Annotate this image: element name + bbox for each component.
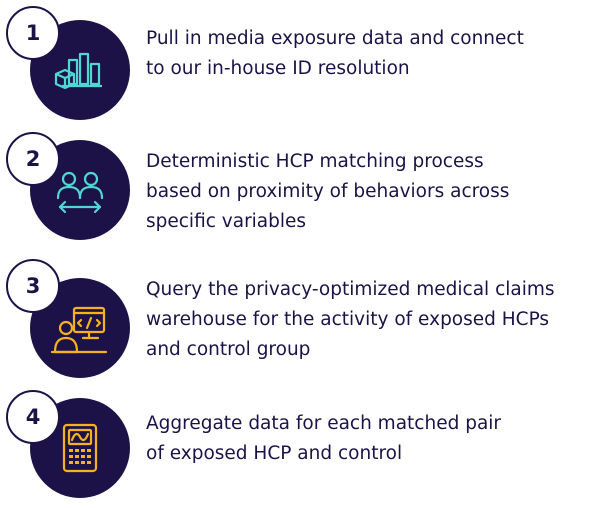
step-2: 2 Deterministic HCP matching process bas… [0, 130, 598, 250]
person-code-screen-icon [50, 306, 108, 354]
step-3-line-3: and control group [146, 339, 311, 360]
step-2-line-2: based on proximity of behaviors across [146, 181, 510, 202]
step-3-line-2: warehouse for the activity of exposed HC… [146, 309, 550, 330]
people-matching-icon [56, 171, 104, 214]
step-1-number-badge: 1 [6, 6, 60, 60]
step-1-line-2: to our in-house ID resolution [146, 58, 410, 79]
step-3-line-1: Query the privacy-optimized medical clai… [146, 279, 555, 300]
step-2-line-3: specific variables [146, 211, 307, 232]
step-2-line-1: Deterministic HCP matching process [146, 151, 484, 172]
step-4-number-badge: 4 [6, 390, 60, 444]
step-1: 1 Pull in media exposure data and connec… [0, 0, 598, 120]
step-1-description: Pull in media exposure data and connect … [146, 24, 598, 84]
step-2-description: Deterministic HCP matching process based… [146, 147, 598, 237]
step-1-number: 1 [25, 21, 41, 45]
step-3-number-badge: 3 [6, 259, 60, 313]
step-4-number: 4 [25, 405, 41, 429]
step-2-number-badge: 2 [6, 132, 60, 186]
step-4: 4 Aggregate data for each matched pair o… [0, 388, 598, 508]
step-3-number: 3 [25, 274, 41, 298]
step-4-line-2: of exposed HCP and control [146, 443, 403, 464]
step-3: 3 Query the privacy-optimized medical cl… [0, 256, 598, 378]
bar-chart-cube-icon [54, 52, 102, 90]
calculator-icon [62, 423, 98, 473]
step-4-line-1: Aggregate data for each matched pair [146, 413, 502, 434]
step-3-description: Query the privacy-optimized medical clai… [146, 275, 598, 365]
step-1-line-1: Pull in media exposure data and connect [146, 28, 524, 49]
step-4-description: Aggregate data for each matched pair of … [146, 409, 598, 469]
step-2-number: 2 [25, 147, 41, 171]
